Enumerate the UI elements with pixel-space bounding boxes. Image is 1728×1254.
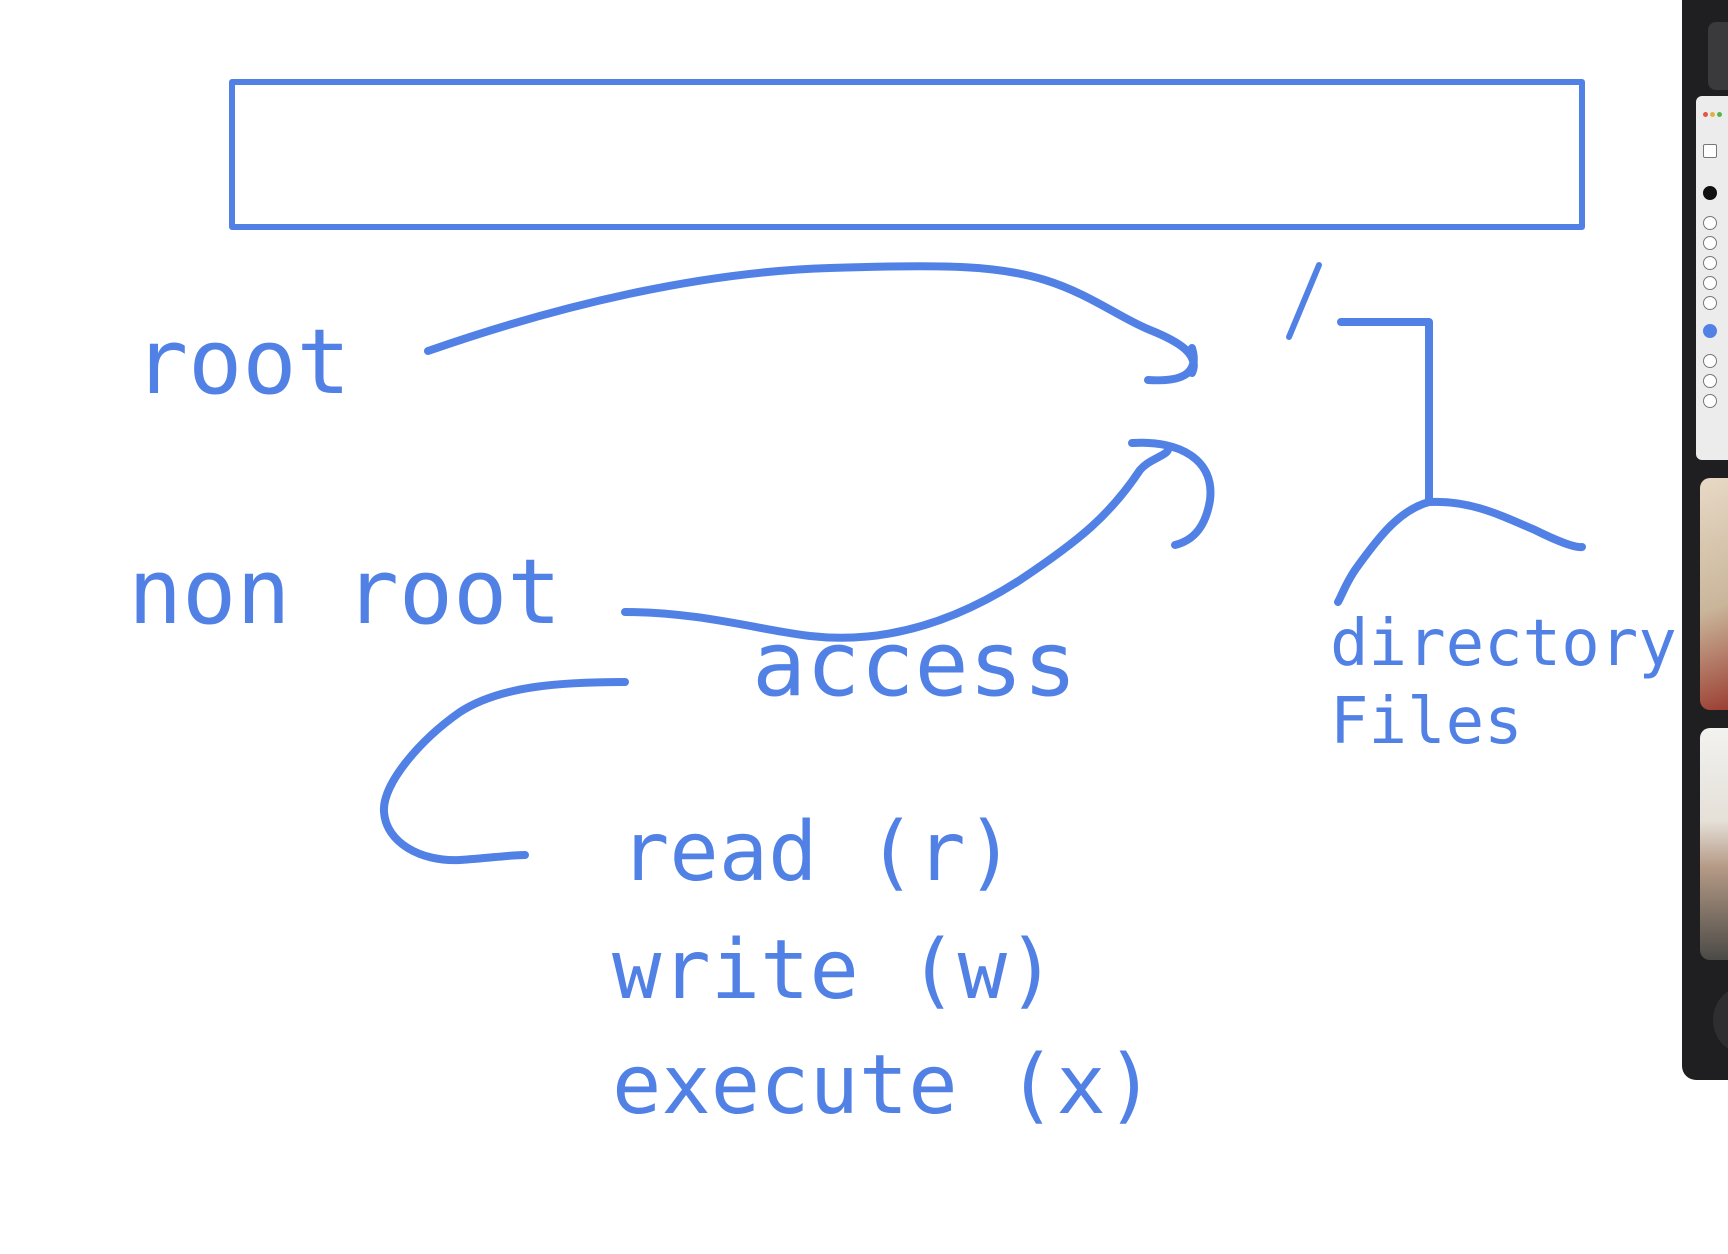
bracket-to-permissions: [379, 678, 629, 865]
slash-mark: [1286, 262, 1322, 340]
label-write: write (w): [612, 923, 1057, 1018]
add-icon[interactable]: [1703, 186, 1717, 200]
color-dot[interactable]: [1703, 324, 1717, 338]
video-tile-2[interactable]: [1700, 728, 1728, 960]
label-read: read (r): [620, 805, 1015, 900]
label-directory: directory: [1330, 607, 1677, 681]
panel-round-button[interactable]: [1713, 985, 1728, 1055]
label-non-root: non root: [128, 540, 562, 645]
text-icon[interactable]: [1703, 256, 1717, 270]
lasso-icon[interactable]: [1703, 296, 1717, 310]
pencil-icon[interactable]: [1703, 236, 1717, 250]
panel-top-pill[interactable]: [1708, 22, 1728, 90]
shape-icon[interactable]: [1703, 276, 1717, 290]
zoom-dot[interactable]: [1717, 112, 1722, 117]
label-root: root: [134, 310, 351, 415]
label-access: access: [752, 612, 1078, 717]
label-files: Files: [1330, 685, 1523, 759]
label-execute: execute (x): [612, 1038, 1156, 1133]
zoom-icon[interactable]: [1703, 354, 1717, 368]
video-tile-1[interactable]: [1700, 478, 1728, 710]
undo-icon[interactable]: [1703, 374, 1717, 388]
trash-icon[interactable]: [1703, 394, 1717, 408]
menu-icon[interactable]: [1703, 144, 1717, 158]
minimize-dot[interactable]: [1710, 112, 1715, 117]
tree-branch: [1334, 318, 1586, 606]
pen-icon[interactable]: [1703, 216, 1717, 230]
arrow-nonroot-to-slash: [621, 438, 1215, 642]
arrow-root-to-slash: [424, 262, 1198, 385]
close-dot[interactable]: [1703, 112, 1708, 117]
drawn-rectangle: [229, 79, 1585, 230]
